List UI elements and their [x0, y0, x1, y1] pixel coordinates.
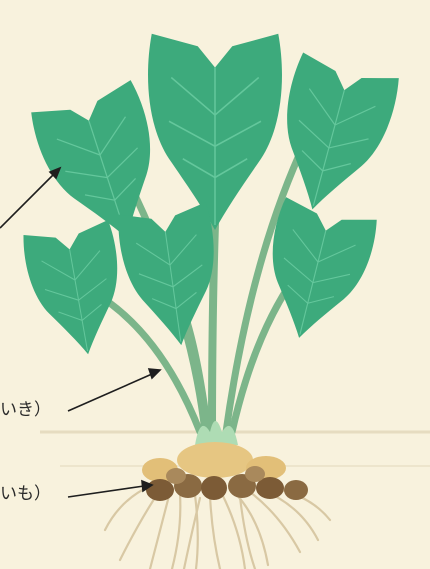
arrow-to-leaf [0, 168, 60, 228]
label-tuber: いも） [0, 484, 51, 504]
arrow-to-stem [68, 369, 160, 411]
tuber-1 [146, 479, 174, 501]
tuber-3 [201, 476, 227, 500]
stem-center [212, 195, 216, 432]
leaf-top-center [148, 34, 282, 230]
label-stem: いき） [0, 400, 51, 420]
main-tuber [177, 442, 253, 478]
arrow-to-tuber [68, 481, 152, 497]
leaf-lower-left [21, 220, 133, 363]
tubers [142, 442, 308, 501]
